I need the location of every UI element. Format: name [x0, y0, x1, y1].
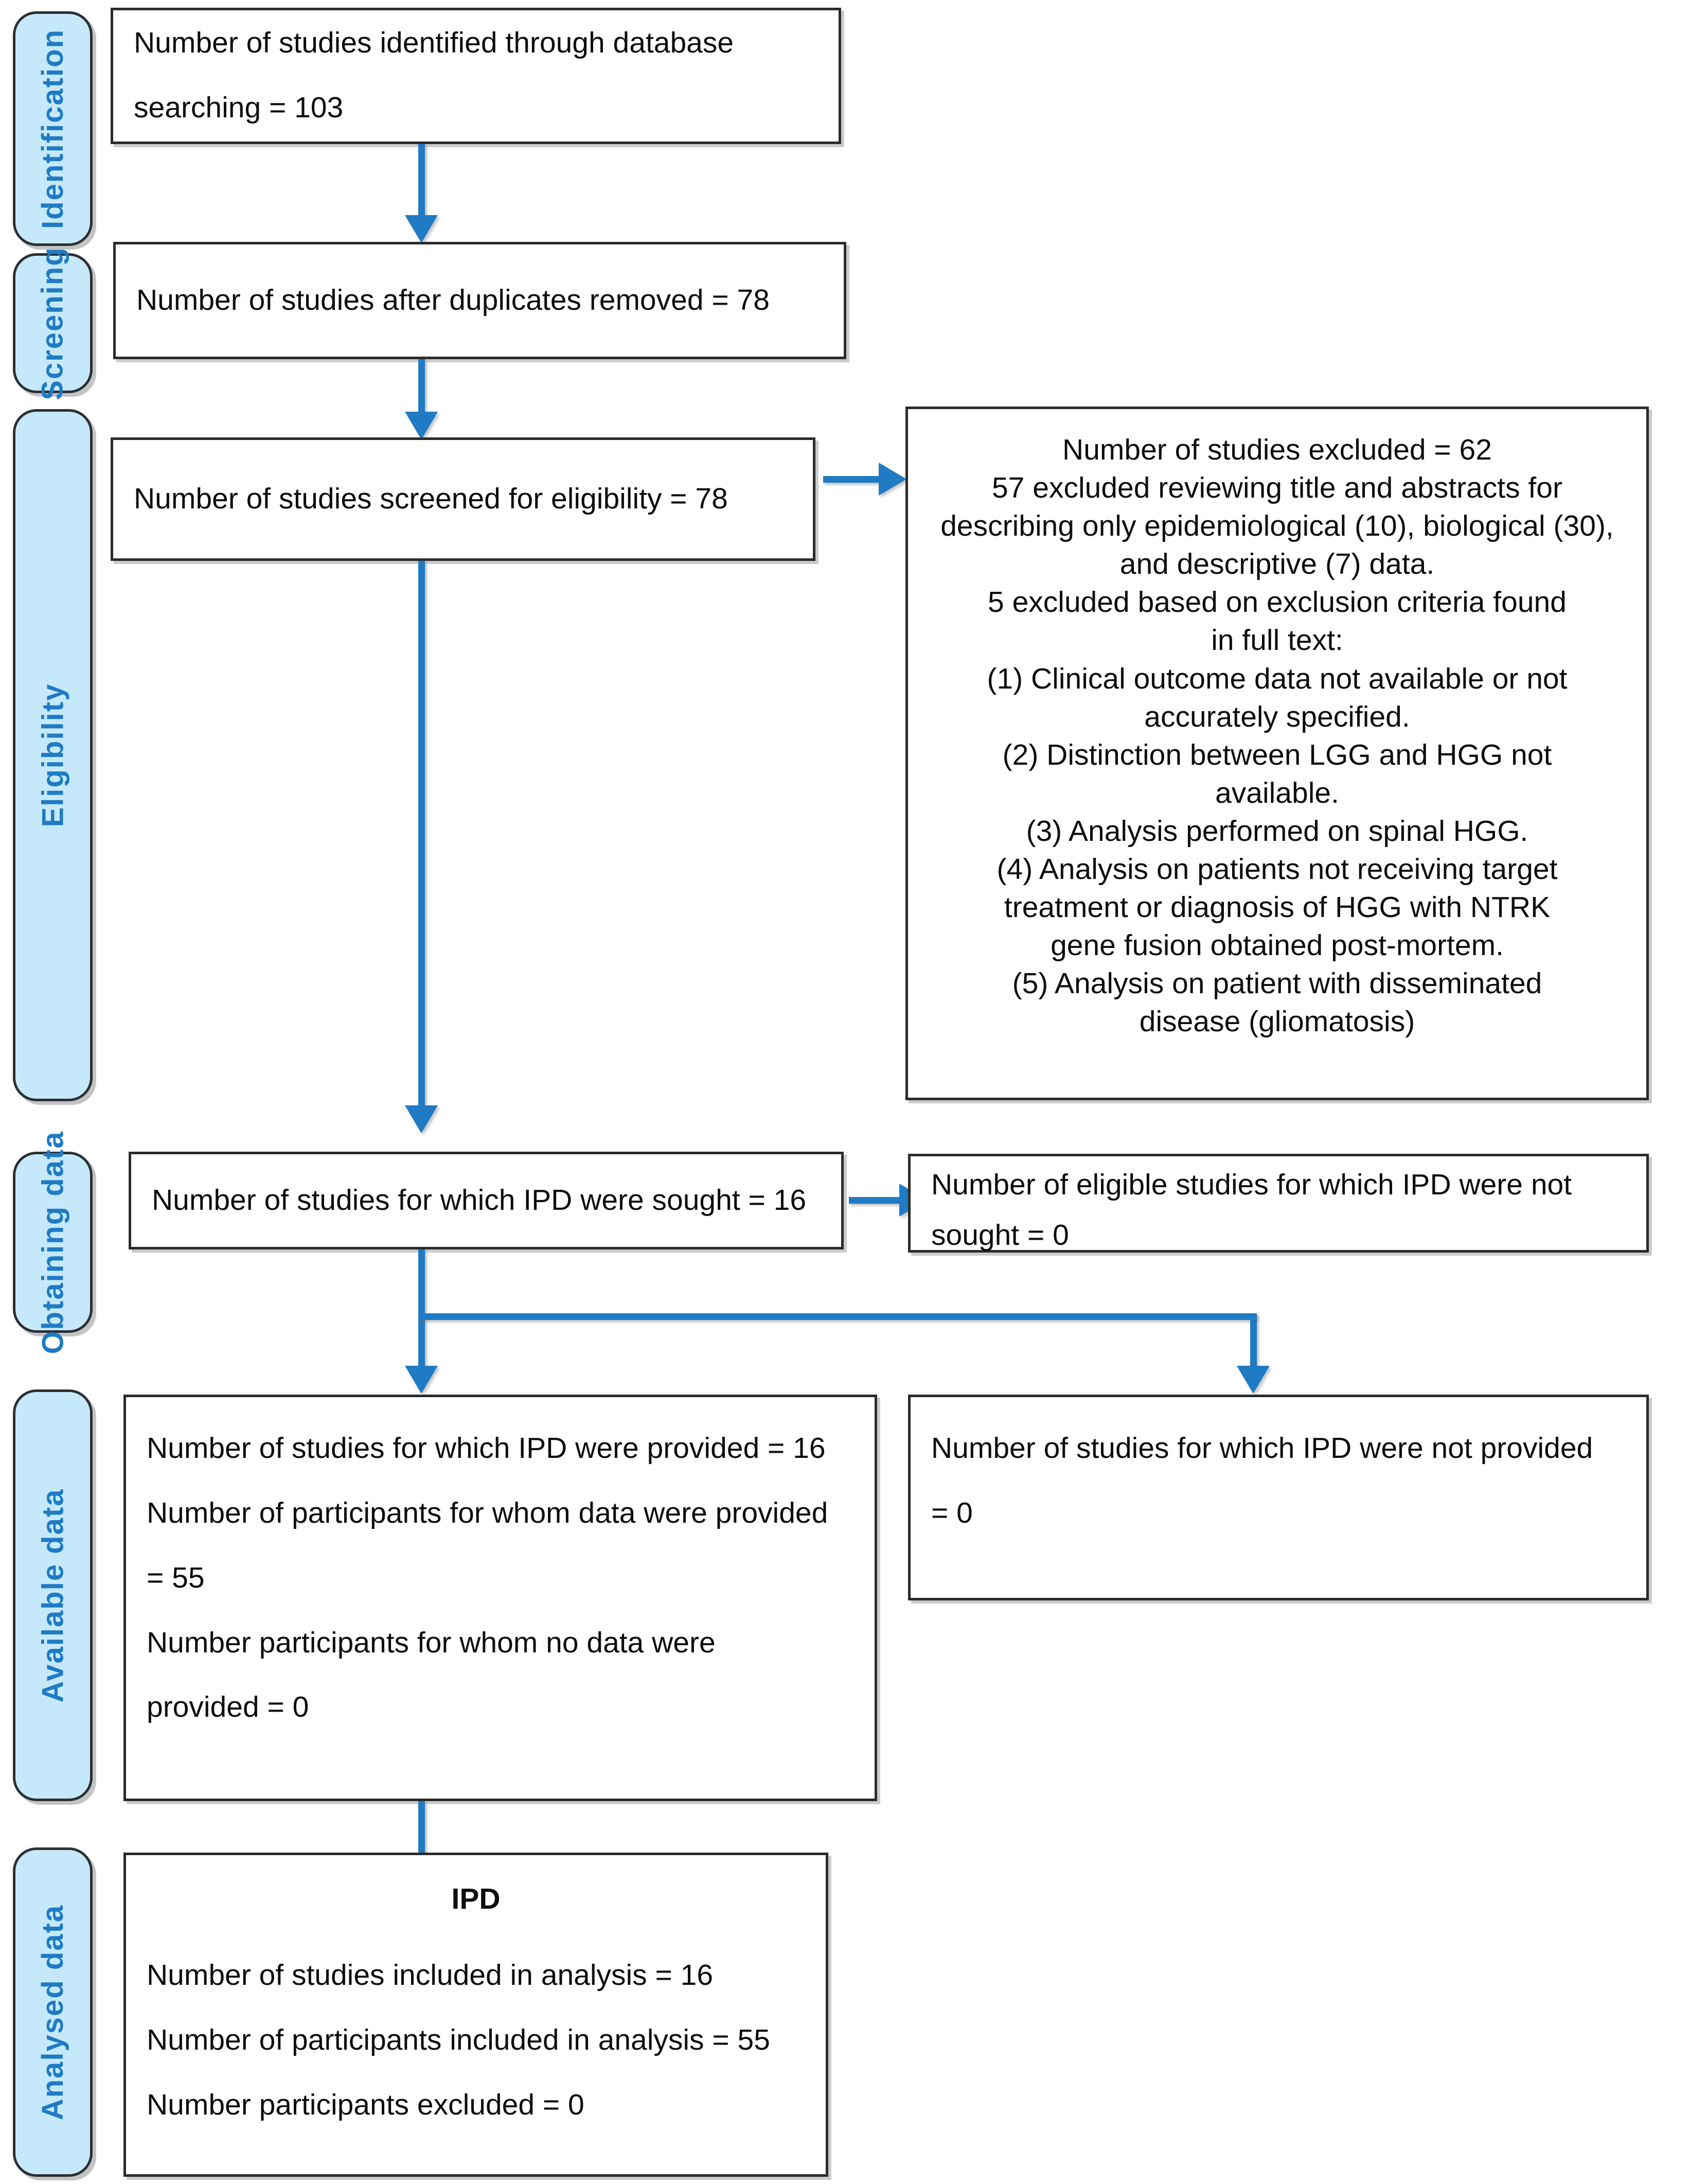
connector-screened-to-ipd-sought — [418, 561, 425, 1107]
stage-pill-available-data: Available data — [13, 1389, 93, 1801]
box-line: = 0 — [931, 1496, 973, 1529]
box-line: (1) Clinical outcome data not available … — [987, 662, 1568, 695]
box-line: Number of studies for which IPD were pro… — [147, 1432, 826, 1465]
stage-pill-identification: Identification — [13, 11, 93, 246]
box-line: (2) Distinction between LGG and HGG not — [1002, 738, 1552, 771]
box-ipd-sought: Number of studies for which IPD were sou… — [129, 1152, 844, 1249]
box-ipd-not-provided: Number of studies for which IPD were not… — [908, 1395, 1649, 1600]
stage-label-identification: Identification — [36, 28, 70, 229]
box-line: in full text: — [1211, 624, 1343, 657]
stage-label-available-data: Available data — [36, 1488, 69, 1702]
box-line: sought = 0 — [931, 1218, 1069, 1252]
box-line: accurately specified. — [1144, 700, 1410, 733]
stage-label-eligibility: Eligibility — [36, 683, 69, 827]
box-studies-screened: Number of studies screened for eligibili… — [111, 437, 815, 561]
box-line: gene fusion obtained post-mortem. — [1051, 929, 1504, 962]
box-line: disease (gliomatosis) — [1139, 1005, 1415, 1038]
box-line: = 55 — [147, 1561, 205, 1594]
stage-pill-screening: Screening — [13, 246, 93, 400]
box-studies-identified: Number of studies identified through dat… — [111, 8, 841, 144]
box-line: (4) Analysis on patients not receiving t… — [997, 853, 1558, 886]
box-line: available. — [1215, 776, 1339, 809]
arrow-branch-to-not-provided — [1237, 1366, 1270, 1394]
box-line: Number participants for whom no data wer… — [147, 1626, 716, 1659]
stage-label-analysed-data: Analysed data — [36, 1904, 70, 2120]
box-line: Number of eligible studies for which IPD… — [931, 1168, 1572, 1201]
stage-pill-analysed-data: Analysed data — [13, 1847, 93, 2177]
arrow-screened-to-excluded — [879, 463, 906, 496]
box-line: Number of participants included in analy… — [147, 2023, 770, 2056]
box-line: and descriptive (7) data. — [1119, 548, 1435, 581]
box-line: (5) Analysis on patient with disseminate… — [1012, 967, 1542, 1000]
box-line: provided = 0 — [147, 1690, 309, 1724]
box-line: Number of studies included in analysis =… — [147, 1959, 714, 1992]
box-ipd-provided: Number of studies for which IPD were pro… — [123, 1395, 877, 1801]
box-line: Number of studies screened for eligibili… — [134, 482, 728, 516]
connector-duplicates-to-screened — [418, 359, 425, 416]
box-line: Number participants excluded = 0 — [147, 2088, 584, 2121]
box-line: treatment or diagnosis of HGG with NTRK — [1004, 891, 1551, 924]
box-line: 5 excluded based on exclusion criteria f… — [988, 586, 1567, 619]
connector-identified-to-duplicates — [418, 144, 425, 216]
box-line: describing only epidemiological (10), bi… — [940, 509, 1614, 543]
arrow-identified-to-duplicates — [405, 215, 438, 243]
stage-label-screening: Screening — [36, 246, 69, 400]
box-line: Number of studies excluded = 62 — [1062, 433, 1492, 466]
box-line: Number of participants for whom data wer… — [147, 1496, 828, 1529]
connector-ipd-sought-branch-right — [418, 1313, 1257, 1320]
arrow-screened-to-ipd-sought — [405, 1105, 438, 1133]
box-analysed-ipd: IPD Number of studies included in analys… — [123, 1853, 828, 2177]
box-line: (3) Analysis performed on spinal HGG. — [1026, 814, 1528, 848]
connector-branch-to-not-provided — [1250, 1313, 1257, 1368]
box-line: Number of studies identified through dat… — [134, 26, 734, 59]
box-line: Number of studies for which IPD were not… — [931, 1432, 1593, 1465]
connector-ipd-sought-to-not-sought — [849, 1197, 905, 1204]
connector-screened-to-excluded — [823, 476, 884, 483]
arrow-duplicates-to-screened — [405, 412, 438, 439]
box-line: searching = 103 — [134, 91, 344, 124]
stage-label-obtaining-data: Obtaining data — [36, 1131, 69, 1354]
box-line: 57 excluded reviewing title and abstract… — [992, 471, 1562, 505]
box-line: Number of studies for which IPD were sou… — [152, 1184, 807, 1217]
box-ipd-not-sought: Number of eligible studies for which IPD… — [908, 1154, 1649, 1253]
stage-pill-obtaining-data: Obtaining data — [13, 1131, 93, 1354]
box-title-ipd: IPD — [451, 1882, 501, 1915]
box-line: Number of studies after duplicates remov… — [136, 284, 770, 317]
box-studies-excluded: Number of studies excluded = 62 57 exclu… — [905, 407, 1649, 1100]
connector-ipd-sought-down — [418, 1249, 425, 1368]
box-duplicates-removed: Number of studies after duplicates remov… — [113, 242, 846, 359]
stage-pill-eligibility: Eligibility — [13, 409, 93, 1101]
arrow-ipd-sought-to-provided — [405, 1366, 438, 1394]
